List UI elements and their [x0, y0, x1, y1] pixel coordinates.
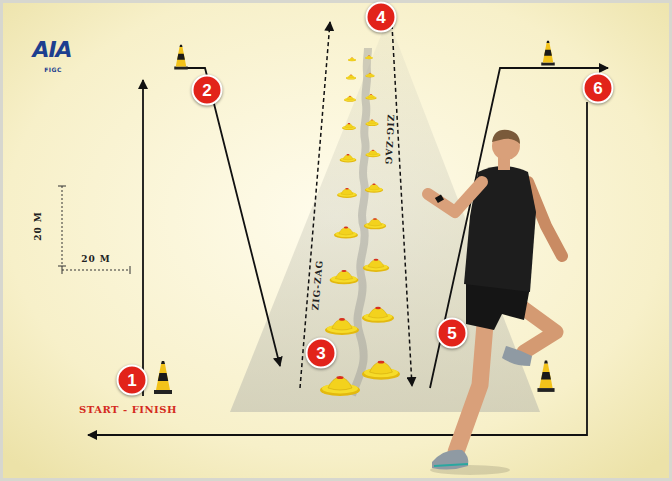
dimension-label: 20 M [34, 211, 43, 241]
drill-label: ZIG-ZAG [311, 259, 324, 310]
logo-text: FIGC [44, 67, 62, 73]
drill-label: ZIG-ZAG [383, 114, 395, 165]
runner-figure [428, 130, 562, 475]
callout-number: 5 [437, 318, 468, 349]
callout-number: 3 [306, 338, 337, 369]
callout-number: 1 [117, 365, 148, 396]
start-finish-label: START - FINISH [79, 405, 177, 415]
callout-number: 4 [366, 2, 397, 33]
logo-text: AIA [32, 39, 71, 61]
callout-number: 6 [583, 73, 614, 104]
dimension-label: 20 M [81, 255, 111, 264]
callout-number: 2 [192, 75, 223, 106]
